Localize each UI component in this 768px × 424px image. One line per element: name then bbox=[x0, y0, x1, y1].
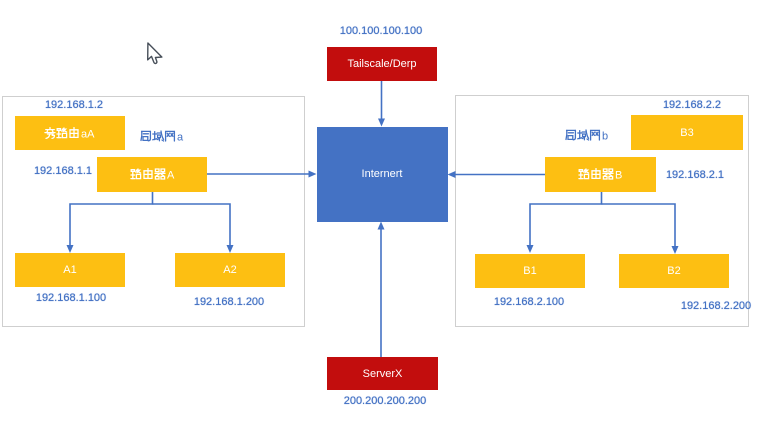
svg-text:aA: aA bbox=[81, 128, 95, 139]
svg-text:b: b bbox=[602, 131, 608, 142]
svg-text:B: B bbox=[615, 170, 622, 181]
svg-text:A: A bbox=[167, 170, 175, 181]
svg-text:a: a bbox=[177, 132, 184, 143]
